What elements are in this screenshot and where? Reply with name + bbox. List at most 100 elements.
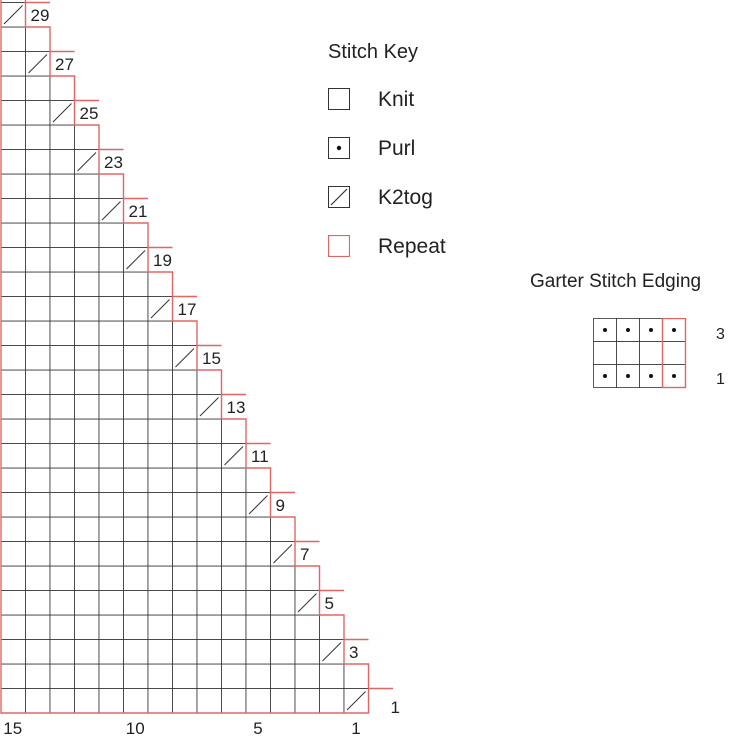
chart-cell: [196, 663, 222, 689]
chart-cell: [123, 467, 149, 493]
k2tog-stitch: [175, 348, 195, 368]
chart-cell: [49, 639, 75, 665]
chart-cell: [221, 590, 247, 616]
chart-cell: [74, 198, 100, 224]
chart-cell: [0, 124, 26, 150]
chart-cell: [98, 467, 124, 493]
chart-cell: [25, 271, 51, 297]
chart-cell: [0, 75, 26, 101]
chart-cell: [172, 369, 198, 395]
chart-cell: [147, 418, 173, 444]
chart-cell: [49, 75, 75, 101]
chart-cell: [25, 320, 51, 346]
chart-cell: [74, 124, 100, 150]
chart-cell: [172, 614, 198, 640]
chart-cell: [0, 173, 26, 199]
chart-cell: [74, 639, 100, 665]
chart-cell: [123, 271, 149, 297]
chart-cell: [0, 26, 26, 52]
chart-cell: [196, 590, 222, 616]
repeat-symbol-icon: [328, 235, 350, 257]
chart-cell: [221, 467, 247, 493]
chart-cell: [123, 394, 149, 420]
row-number-label: 23: [104, 152, 123, 172]
row-number-label: 11: [251, 446, 269, 466]
row-number-label: 1: [390, 697, 400, 717]
k2tog-stitch: [126, 250, 146, 270]
chart-cell: [49, 271, 75, 297]
chart-cell: [0, 639, 26, 665]
chart-cell: [172, 492, 198, 518]
chart-cell: [74, 541, 100, 567]
column-number-label: 1: [351, 719, 361, 738]
chart-cell: [49, 590, 75, 616]
chart-cell: [0, 688, 26, 714]
chart-cell: [123, 222, 149, 248]
chart-cell: [123, 541, 149, 567]
chart-cell: [245, 467, 271, 493]
chart-cell: [0, 590, 26, 616]
chart-cell: [123, 492, 149, 518]
chart-cell: [221, 639, 247, 665]
k2tog-stitch: [224, 446, 244, 466]
purl-dot: [672, 374, 676, 378]
row-number-label: 9: [275, 495, 285, 515]
row-number-label: 3: [349, 642, 359, 662]
chart-cell: [25, 75, 51, 101]
row-number-label: 5: [324, 593, 334, 613]
chart-cell: [49, 565, 75, 591]
chart-cell: [74, 173, 100, 199]
chart-cell: [25, 418, 51, 444]
chart-cell: [25, 565, 51, 591]
chart-cell: [147, 663, 173, 689]
chart-cell: [196, 541, 222, 567]
chart-cell: [147, 614, 173, 640]
chart-cell: [98, 271, 124, 297]
chart-cell: [172, 565, 198, 591]
chart-cell: [147, 590, 173, 616]
chart-cell: [49, 492, 75, 518]
chart-cell: [245, 688, 271, 714]
chart-cell: [74, 516, 100, 542]
chart-cell: [25, 26, 51, 52]
row-number-label: 19: [153, 250, 172, 270]
purl-dot: [649, 328, 653, 332]
edging-title: Garter Stitch Edging: [530, 271, 702, 292]
chart-cell: [147, 394, 173, 420]
chart-cell: [147, 688, 173, 714]
legend-label-knit: Knit: [378, 88, 415, 111]
chart-cell: [270, 590, 296, 616]
chart-cell: [172, 590, 198, 616]
row-number-label: 27: [55, 54, 74, 74]
chart-cell: [74, 296, 100, 322]
k2tog-stitch: [248, 495, 268, 515]
chart-cell: [172, 320, 198, 346]
chart-cell: [123, 614, 149, 640]
chart-cell: [49, 688, 75, 714]
edging-grid: [593, 318, 687, 389]
chart-cell: [49, 198, 75, 224]
chart-cell: [319, 614, 345, 640]
chart-cell: [123, 663, 149, 689]
chart-cell: [270, 614, 296, 640]
row-number-label: 7: [300, 544, 310, 564]
legend-label-repeat: Repeat: [378, 235, 446, 258]
chart-cell: [25, 467, 51, 493]
row-number-label: 15: [202, 348, 221, 368]
chart-cell: [172, 639, 198, 665]
chart-cell: [147, 516, 173, 542]
chart-cell: [147, 369, 173, 395]
chart-cell: [172, 541, 198, 567]
chart-cell: [147, 443, 173, 469]
chart-cell: [25, 492, 51, 518]
legend-title: Stitch Key: [328, 41, 419, 63]
chart-cell: [0, 296, 26, 322]
chart-cell: [25, 345, 51, 371]
chart-cell: [25, 590, 51, 616]
chart-cell: [221, 541, 247, 567]
chart-cell: [0, 0, 26, 3]
chart-cell: [49, 124, 75, 150]
chart-cell: [49, 173, 75, 199]
chart-cell: [196, 369, 222, 395]
chart-cell: [98, 492, 124, 518]
